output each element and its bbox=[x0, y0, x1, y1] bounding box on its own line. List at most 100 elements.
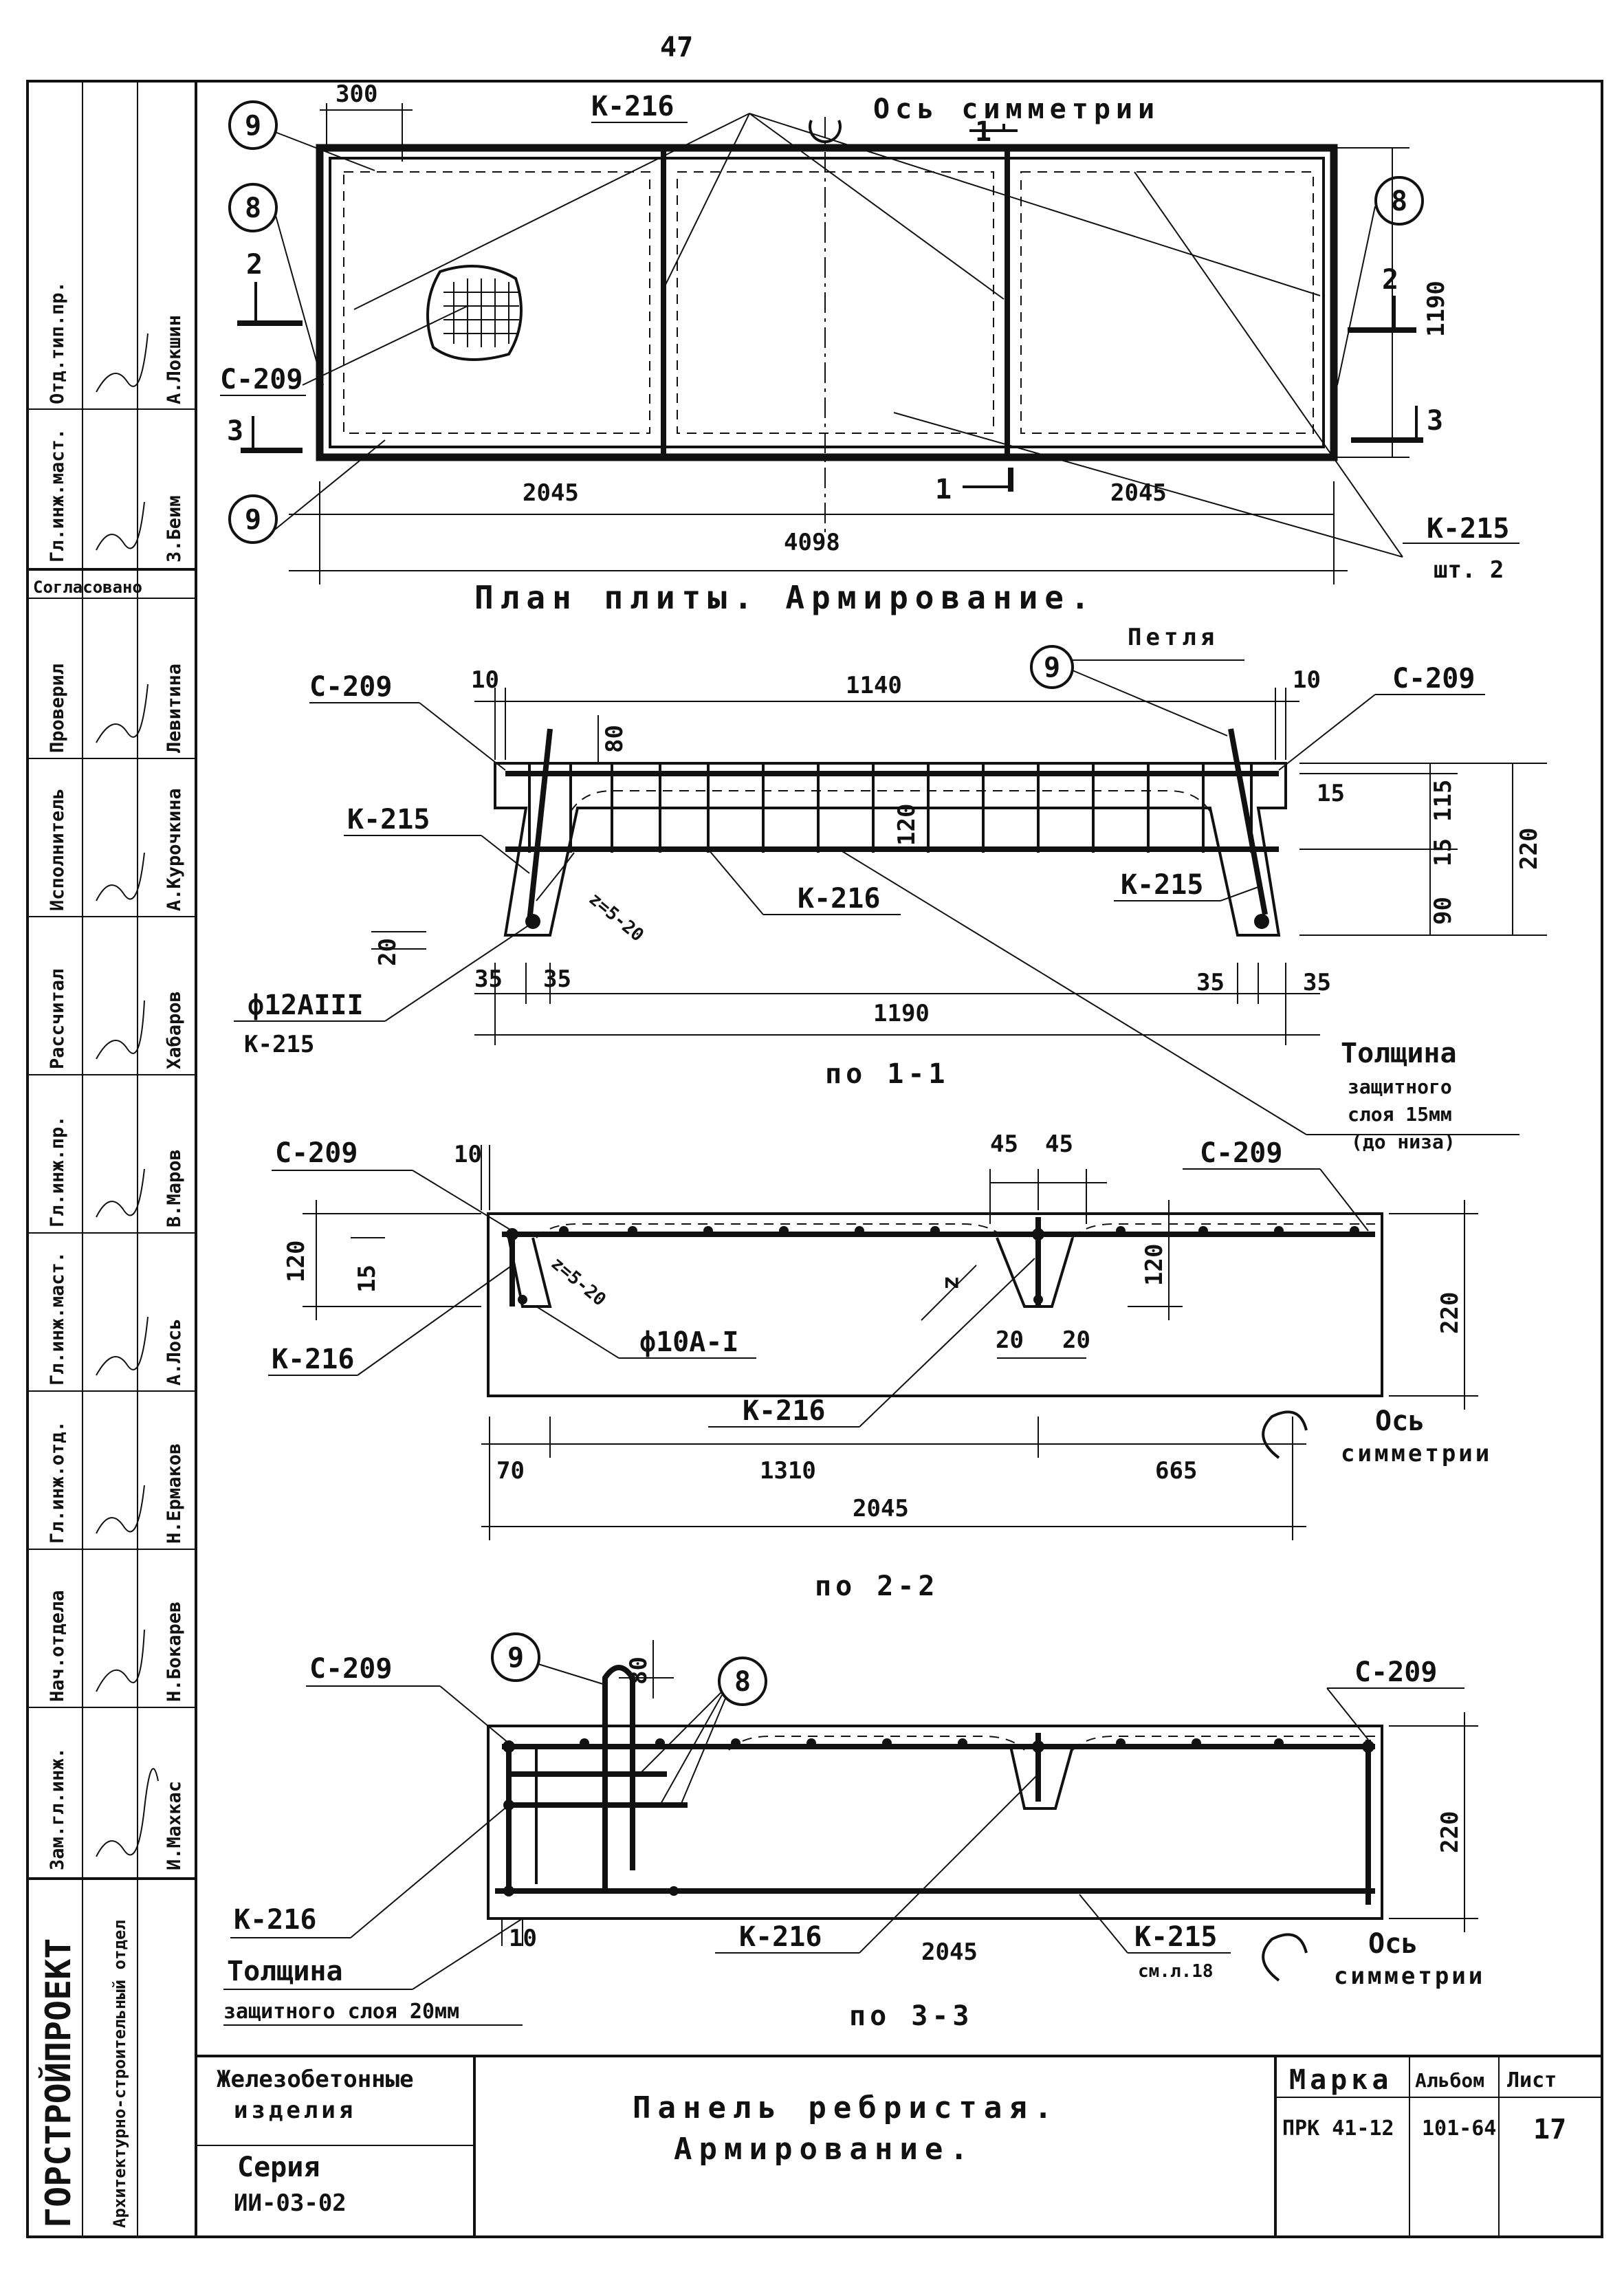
plan-sec3-left: 3 bbox=[227, 415, 243, 447]
tb-album-value: 101-64 bbox=[1422, 2117, 1496, 2141]
stamp-name-7: Левитина bbox=[164, 664, 185, 753]
stamp-role-3: Гл.инж.маст. bbox=[47, 1251, 68, 1386]
s22-label-z: z=5-20 bbox=[547, 1253, 610, 1310]
plan-dim-1190: 1190 bbox=[1423, 281, 1450, 337]
s11-dim-15b: 15 bbox=[1429, 838, 1457, 866]
page-number: 47 bbox=[660, 32, 693, 63]
tb-series-label: Серия bbox=[237, 2152, 320, 2183]
s11-label-bar: ф12АIII bbox=[248, 990, 364, 1021]
stamp-name-4: В.Маров bbox=[164, 1149, 185, 1227]
s22-label-k216: К-216 bbox=[743, 1395, 825, 1427]
plan-sec2-right: 2 bbox=[1382, 264, 1398, 296]
s11-dim-80: 80 bbox=[601, 725, 628, 753]
stamp-name-3: А.Лось bbox=[164, 1318, 185, 1386]
plan-mark-8-left-text: 8 bbox=[245, 193, 261, 224]
plan-sec2-left: 2 bbox=[246, 249, 263, 281]
s11-dim-10b: 10 bbox=[1293, 666, 1321, 694]
tb-series-value: ИИ-03-02 bbox=[234, 2189, 347, 2217]
s33-dim-10: 10 bbox=[509, 1925, 537, 1952]
s11-dim-35d: 35 bbox=[1303, 969, 1331, 996]
s11-cover-2: защитного bbox=[1348, 1075, 1452, 1098]
s11-title: по 1-1 bbox=[825, 1058, 950, 1090]
plan-mark-9-bot bbox=[228, 494, 278, 544]
s11-dim-115: 115 bbox=[1429, 780, 1457, 822]
tb-sheet-value: 17 bbox=[1533, 2114, 1566, 2145]
plan-mark-8-right-text: 8 bbox=[1391, 186, 1407, 217]
s22-dim-10: 10 bbox=[454, 1141, 482, 1168]
s11-dim-220: 220 bbox=[1515, 828, 1543, 870]
s33-outline bbox=[487, 1725, 1383, 1920]
plan-label-k215: К-215 bbox=[1427, 513, 1509, 545]
s33-label-k215: К-215 bbox=[1134, 1921, 1217, 1953]
s33-dim-220: 220 bbox=[1436, 1811, 1464, 1853]
plan-sec3-right: 3 bbox=[1427, 405, 1443, 437]
s33-label-c209r: С-209 bbox=[1354, 1657, 1437, 1688]
tb-mark-value: ПРК 41-12 bbox=[1282, 2117, 1394, 2141]
s22-label-zr: z bbox=[939, 1276, 967, 1289]
stamp-name-1: Н.Бокарев bbox=[164, 1601, 185, 1702]
s22-dim-120r: 120 bbox=[1141, 1244, 1168, 1286]
s11-label-loop: Петля bbox=[1128, 624, 1218, 651]
s33-label-k215-ref: см.л.18 bbox=[1138, 1961, 1214, 1982]
tb-mark-label: Марка bbox=[1289, 2064, 1392, 2096]
plan-mark-9-top-text: 9 bbox=[245, 110, 261, 142]
s33-title: по 3-3 bbox=[849, 2000, 974, 2032]
tb-category-2: изделия bbox=[234, 2097, 356, 2124]
s33-cover-1: Толщина bbox=[227, 1956, 343, 1987]
stamp-role-2: Гл.инж.отд. bbox=[47, 1421, 68, 1544]
plan-dim-2045b: 2045 bbox=[1110, 479, 1167, 507]
mesh-symbol bbox=[426, 265, 523, 361]
s33-cover-2: защитного слоя 20мм bbox=[223, 2000, 459, 2024]
s22-axis-2: симметрии bbox=[1341, 1440, 1492, 1467]
s22-dim-1310: 1310 bbox=[760, 1457, 816, 1485]
s22-dim-45a: 45 bbox=[990, 1130, 1018, 1158]
s22-label-bar: ф10А-I bbox=[639, 1326, 739, 1358]
stamp-name-6: А.Курочкина bbox=[164, 788, 185, 911]
stamp-role-5: Рассчитал bbox=[47, 969, 68, 1069]
s33-label-c209l: С-209 bbox=[309, 1653, 392, 1685]
s22-label-c209r: С-209 bbox=[1200, 1137, 1282, 1169]
s22-dim-2045: 2045 bbox=[853, 1495, 909, 1522]
stamp-role-4: Гл.инж.пр. bbox=[47, 1115, 68, 1227]
s33-dim-2045: 2045 bbox=[921, 1938, 978, 1966]
section-3-3: С-209 С-209 9 8 К-216 К-216 К-215 см.л.1… bbox=[223, 1632, 1482, 2032]
tb-name-1: Панель ребристая. bbox=[633, 2090, 1059, 2125]
s22-dim-15: 15 bbox=[353, 1265, 381, 1293]
plan-dim-2045a: 2045 bbox=[523, 479, 579, 507]
s11-dim-90: 90 bbox=[1429, 897, 1457, 925]
stamp-role-9: Отд.тип.пр. bbox=[47, 281, 68, 404]
stamp-name-0: И.Махкас bbox=[164, 1781, 185, 1870]
s11-label-bar-ref: К-215 bbox=[244, 1031, 314, 1058]
s11-dim-1140: 1140 bbox=[846, 672, 902, 699]
s22-label-k216l: К-216 bbox=[272, 1344, 354, 1375]
s22-dim-220: 220 bbox=[1436, 1292, 1464, 1334]
stamp-org: ГОРСТРОЙПРОЕКТ bbox=[38, 1938, 78, 2228]
s33-label-k216: К-216 bbox=[739, 1921, 822, 1953]
plan-label-c209: С-209 bbox=[220, 364, 303, 395]
stamp-role-8: Гл.инж.маст. bbox=[47, 428, 68, 562]
s11-label-k215r: К-215 bbox=[1121, 869, 1203, 901]
s33-mark-9: 9 bbox=[507, 1642, 524, 1674]
stamp-name-2: Н.Ермаков bbox=[164, 1443, 185, 1544]
s11-cover-4: (до низа) bbox=[1351, 1130, 1456, 1153]
plan-mark-8-left bbox=[228, 183, 278, 232]
stamp-name-5: Хабаров bbox=[164, 991, 185, 1069]
plan-mark-9-bot-text: 9 bbox=[245, 504, 261, 536]
stamp-name-8: З.Беим bbox=[164, 495, 185, 562]
signatures bbox=[96, 333, 159, 1857]
stamp-agreed: Согласовано bbox=[33, 578, 142, 597]
title-block: Железобетонные изделия Серия ИИ-03-02 Па… bbox=[196, 2055, 1602, 2237]
s22-dim-665: 665 bbox=[1155, 1457, 1197, 1485]
stamp-dept: Архитектурно-строительный отдел bbox=[110, 1920, 129, 2228]
s22-dim-20a: 20 bbox=[996, 1326, 1024, 1354]
s33-axis-1: Ось bbox=[1368, 1928, 1418, 1960]
s11-dim-35a: 35 bbox=[474, 965, 503, 993]
tb-name-2: Армирование. bbox=[674, 2132, 975, 2167]
plan-mark-8-right bbox=[1374, 176, 1424, 226]
s11-dim-10a: 10 bbox=[471, 666, 499, 694]
plan-label-k215-qty: шт. 2 bbox=[1434, 556, 1504, 584]
section-1-1: С-209 С-209 К-215 К-216 К-215 Петля 9 ф1… bbox=[234, 624, 1547, 1153]
s11-mark-9: 9 bbox=[1044, 652, 1060, 684]
s11-label-z: z=5-20 bbox=[585, 888, 648, 945]
